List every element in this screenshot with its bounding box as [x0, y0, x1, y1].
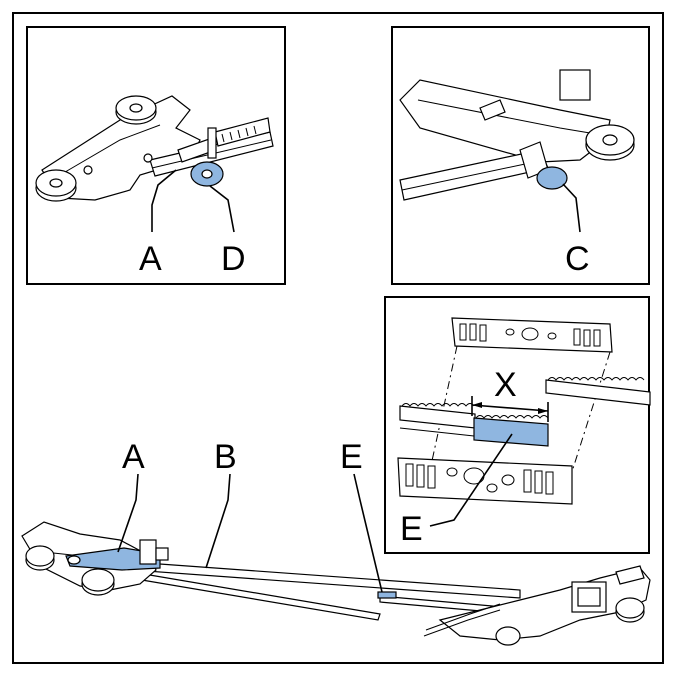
detail-panel-top-left: [26, 26, 286, 285]
detail-panel-belt: [384, 296, 651, 554]
belt-piece-highlight: [473, 417, 549, 447]
callout-label-e-main: E: [340, 438, 363, 476]
pulley-c-highlight: [536, 166, 568, 190]
callout-label-a-main: A: [122, 438, 145, 476]
main-assembly: [21, 473, 651, 646]
clip-e-highlight: [377, 591, 397, 599]
detail-panel-top-right: [391, 26, 650, 285]
callout-label-a-detail: A: [139, 240, 162, 278]
carriage-highlight: [65, 547, 161, 571]
callout-label-e-detail: E: [400, 510, 423, 548]
callout-label-d-detail: D: [221, 240, 246, 278]
callout-label-b-main: B: [214, 438, 237, 476]
callout-label-x: X: [494, 366, 517, 404]
callout-label-c-detail: C: [565, 240, 590, 278]
